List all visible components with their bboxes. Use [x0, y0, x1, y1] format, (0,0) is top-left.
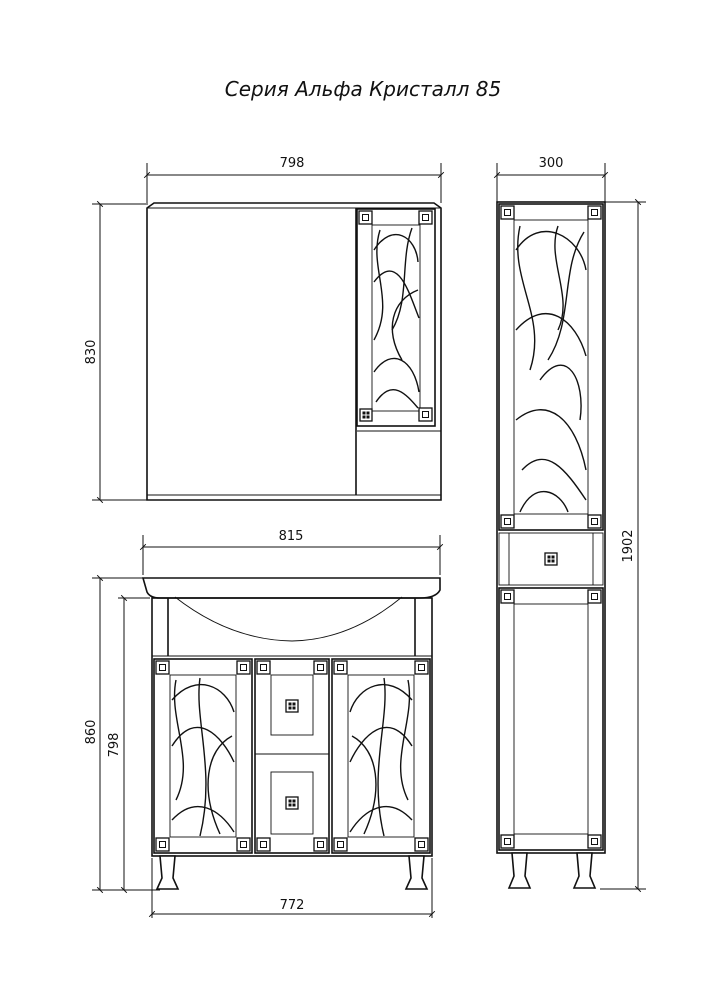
column-height-label: 1902	[621, 529, 636, 562]
vanity-height-label: 860	[84, 720, 99, 745]
mirror-height-label: 830	[84, 340, 99, 365]
vanity-body-height-label: 798	[107, 733, 122, 758]
column-cabinet: 300 1902	[493, 156, 646, 893]
upper-drawer-knob-icon	[285, 699, 299, 713]
column-drawer-knob-icon	[544, 552, 558, 566]
vanity-base-width-label: 772	[280, 898, 305, 913]
column-width-label: 300	[539, 156, 564, 171]
vanity-top-width-label: 815	[279, 529, 304, 544]
mirror-knob-icon	[359, 408, 373, 422]
left-door-glass-pattern	[171, 677, 235, 837]
mirror-glass-pattern	[373, 227, 420, 409]
column-glass-pattern	[515, 225, 587, 513]
lower-drawer-knob-icon	[285, 796, 299, 810]
vanity-cabinet: 815 860 798	[84, 529, 444, 918]
mirror-width-label: 798	[280, 156, 305, 171]
drawing-title: Серия Альфа Кристалл 85	[225, 77, 501, 101]
right-door-glass-pattern	[349, 677, 413, 837]
mirror-cabinet: 798 830	[84, 156, 445, 504]
